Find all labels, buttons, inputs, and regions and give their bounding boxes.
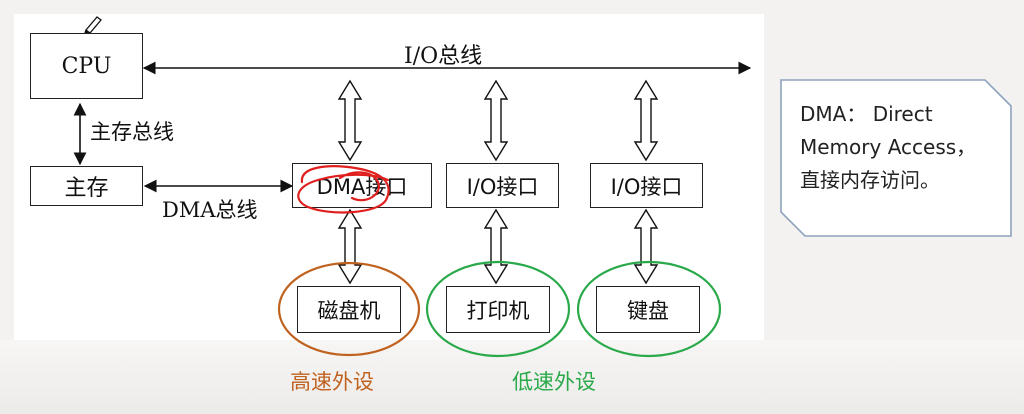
main-memory-box: 主存 — [30, 166, 143, 206]
disk-device-box: 磁盘机 — [297, 286, 401, 333]
dma-interface-bus-arrow — [337, 79, 363, 162]
high-speed-ellipse — [277, 261, 421, 357]
cpu-box: CPU — [30, 33, 143, 99]
note-line-1: DMA： Direct — [800, 102, 933, 126]
printer-device-box: 打印机 — [446, 286, 550, 333]
dma-interface-label: DMA接口 — [316, 174, 408, 199]
low-speed-ellipse-printer — [425, 260, 571, 358]
slide-footer-band — [0, 340, 1024, 414]
keyboard-device-box: 键盘 — [596, 286, 700, 333]
io-interface2-bus-arrow — [633, 79, 659, 162]
io-interface-label-2: I/O接口 — [610, 174, 683, 199]
io-interface-label-1: I/O接口 — [466, 174, 539, 199]
disk-device-label: 磁盘机 — [317, 298, 381, 323]
low-speed-label: 低速外设 — [512, 370, 596, 394]
dma-bus-label: DMA总线 — [162, 198, 258, 222]
keyboard-interface-arrow — [633, 208, 659, 285]
io-interface-box-1: I/O接口 — [446, 163, 559, 208]
dma-interface-box: DMA接口 — [292, 163, 432, 208]
memory-bus-label: 主存总线 — [90, 120, 174, 144]
printer-device-label: 打印机 — [466, 298, 530, 323]
low-speed-ellipse-keyboard — [576, 260, 722, 358]
note-callout — [780, 79, 1012, 237]
main-memory-label: 主存 — [64, 176, 109, 201]
cpu-label: CPU — [61, 53, 112, 79]
red-annotation-scribble — [297, 165, 390, 214]
printer-interface-arrow — [483, 208, 509, 285]
disk-interface-arrow — [337, 208, 363, 285]
note-text: DMA： Direct Memory Access， 直接内存访问。 — [800, 98, 1000, 197]
io-bus-label: I/O总线 — [404, 44, 483, 69]
high-speed-label: 高速外设 — [290, 370, 374, 394]
io-interface1-bus-arrow — [483, 79, 509, 162]
note-line-3: 直接内存访问。 — [800, 168, 940, 192]
note-line-2: Memory Access， — [800, 135, 977, 159]
io-interface-box-2: I/O接口 — [590, 163, 703, 208]
keyboard-device-label: 键盘 — [627, 298, 669, 323]
